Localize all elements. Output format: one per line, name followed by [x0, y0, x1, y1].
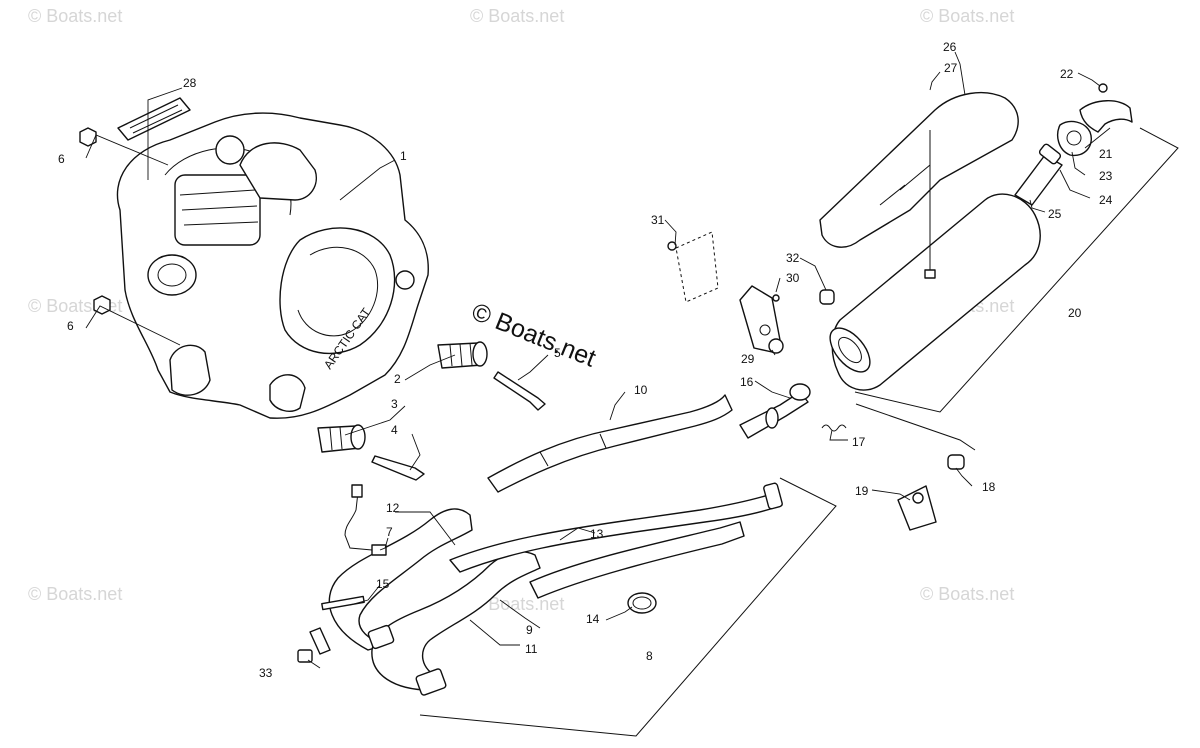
spark-arrestor	[1014, 154, 1063, 206]
callout-labels: 28 6 1 6 2 3 4 5 7 12 15 33 9 11 8 13 14…	[58, 40, 1113, 680]
cylinder-head	[174, 174, 261, 246]
oxygen-sensor	[371, 544, 387, 556]
callout-7: 7	[386, 525, 393, 539]
leader-lines	[85, 51, 1111, 669]
muffler-heat-shield	[819, 91, 1019, 248]
nut	[79, 127, 97, 147]
callout-17: 17	[852, 435, 866, 449]
callout-16: 16	[740, 375, 754, 389]
callout-10: 10	[634, 383, 648, 397]
watermark: © Boats.net	[920, 6, 1014, 26]
nut	[297, 649, 313, 663]
screw	[772, 294, 780, 302]
callout-31: 31	[651, 213, 665, 227]
engine-assembly: ARCTIC CAT	[116, 112, 429, 419]
exhaust-tip	[1079, 100, 1133, 133]
watermark-center: © Boats.net	[468, 298, 600, 373]
callout-19: 19	[855, 484, 869, 498]
callout-25: 25	[1048, 207, 1062, 221]
gasket-ring	[789, 383, 811, 401]
stud-bolt	[309, 627, 331, 655]
muffler-bracket	[897, 485, 937, 531]
grommet	[768, 338, 784, 354]
clamp	[627, 592, 657, 614]
watermark: © Boats.net	[920, 584, 1014, 604]
callout-11: 11	[525, 642, 538, 656]
callout-1: 1	[400, 149, 407, 163]
sensor-connector	[351, 484, 363, 498]
callout-14: 14	[586, 612, 600, 626]
bracket-tab	[924, 269, 936, 279]
watermark: © Boats.net	[28, 584, 122, 604]
tip-gasket	[1057, 120, 1092, 157]
engine-cover	[279, 227, 396, 355]
callout-30: 30	[786, 271, 800, 285]
callout-20: 20	[1068, 306, 1082, 320]
heat-shield	[529, 521, 745, 599]
callout-27: 27	[944, 61, 958, 75]
watermark: © Boats.net	[470, 6, 564, 26]
callout-15: 15	[376, 577, 390, 591]
callout-5: 5	[554, 346, 561, 360]
label-plate	[117, 97, 191, 141]
oil-cap	[147, 254, 197, 296]
callout-6: 6	[67, 319, 74, 333]
callout-6: 6	[58, 152, 65, 166]
callout-26: 26	[943, 40, 957, 54]
callout-13: 13	[590, 527, 604, 541]
callout-22: 22	[1060, 67, 1074, 81]
watermark: © Boats.net	[28, 6, 122, 26]
callout-23: 23	[1099, 169, 1113, 183]
header-pipe	[487, 394, 733, 493]
gasket	[321, 595, 365, 611]
cylinder-cap	[215, 135, 245, 165]
engine-mount-upper	[437, 341, 546, 411]
callout-2: 2	[394, 372, 401, 386]
muffler	[831, 193, 1041, 391]
callout-33: 33	[259, 666, 273, 680]
screw	[1098, 83, 1108, 93]
watermark: © Boats.net	[470, 594, 564, 614]
engine-mount-lower	[317, 424, 425, 481]
callout-12: 12	[386, 501, 400, 515]
group-brackets	[419, 127, 1179, 737]
front-pipe	[328, 508, 473, 651]
bushing	[819, 289, 835, 305]
callout-3: 3	[391, 397, 398, 411]
grommet	[947, 454, 965, 470]
callout-28: 28	[183, 76, 197, 90]
callout-32: 32	[786, 251, 800, 265]
callout-29: 29	[741, 352, 755, 366]
callout-8: 8	[646, 649, 653, 663]
callout-21: 21	[1099, 147, 1113, 161]
callout-18: 18	[982, 480, 996, 494]
callout-24: 24	[1099, 193, 1113, 207]
callout-9: 9	[526, 623, 533, 637]
callout-4: 4	[391, 423, 398, 437]
screw	[667, 241, 677, 251]
